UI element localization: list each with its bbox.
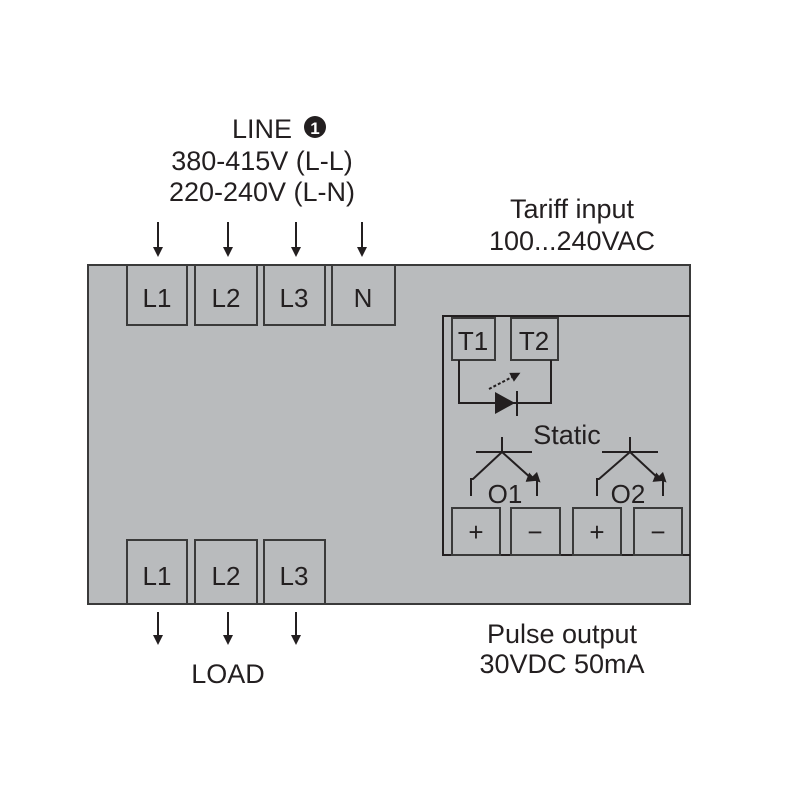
load-terminal-l1: L1	[143, 561, 172, 591]
pulse-rating: 30VDC 50mA	[479, 649, 644, 679]
o1-plus-terminal: +	[468, 517, 483, 547]
transistor-o1-icon	[470, 437, 541, 496]
o2-minus-terminal: −	[650, 517, 665, 547]
terminal-l1: L1	[143, 283, 172, 313]
terminal-t2: T2	[519, 326, 549, 356]
load-terminal-block: L1 L2 L3	[126, 539, 326, 605]
line-arrows	[153, 222, 367, 257]
o2-plus-terminal: +	[589, 517, 604, 547]
line-terminal-block: L1 L2 L3 N	[126, 264, 396, 326]
terminal-l3: L3	[280, 283, 309, 313]
line-voltage-ln: 220-240V (L-N)	[169, 177, 355, 207]
load-terminal-l3: L3	[280, 561, 309, 591]
line-title: LINE	[232, 114, 292, 144]
svg-text:1: 1	[310, 119, 319, 138]
terminal-n: N	[354, 283, 373, 313]
line-voltage-ll: 380-415V (L-L)	[171, 146, 353, 176]
load-terminal-l2: L2	[212, 561, 241, 591]
terminal-l2: L2	[212, 283, 241, 313]
static-label: Static	[533, 420, 601, 450]
tariff-voltage: 100...240VAC	[489, 226, 655, 256]
tariff-title: Tariff input	[510, 194, 635, 224]
pulse-title: Pulse output	[487, 619, 638, 649]
output-o1-label: O1	[488, 479, 523, 509]
load-arrows	[153, 612, 301, 645]
transistor-o2-icon	[596, 437, 667, 496]
led-icon	[488, 372, 521, 416]
tariff-output-module: T1 T2 Static O1 O2 + −	[442, 315, 690, 556]
o1-minus-terminal: −	[527, 517, 542, 547]
output-o2-label: O2	[611, 479, 646, 509]
note-1-icon: 1	[304, 116, 326, 138]
terminal-t1: T1	[458, 326, 488, 356]
load-title: LOAD	[191, 659, 265, 689]
